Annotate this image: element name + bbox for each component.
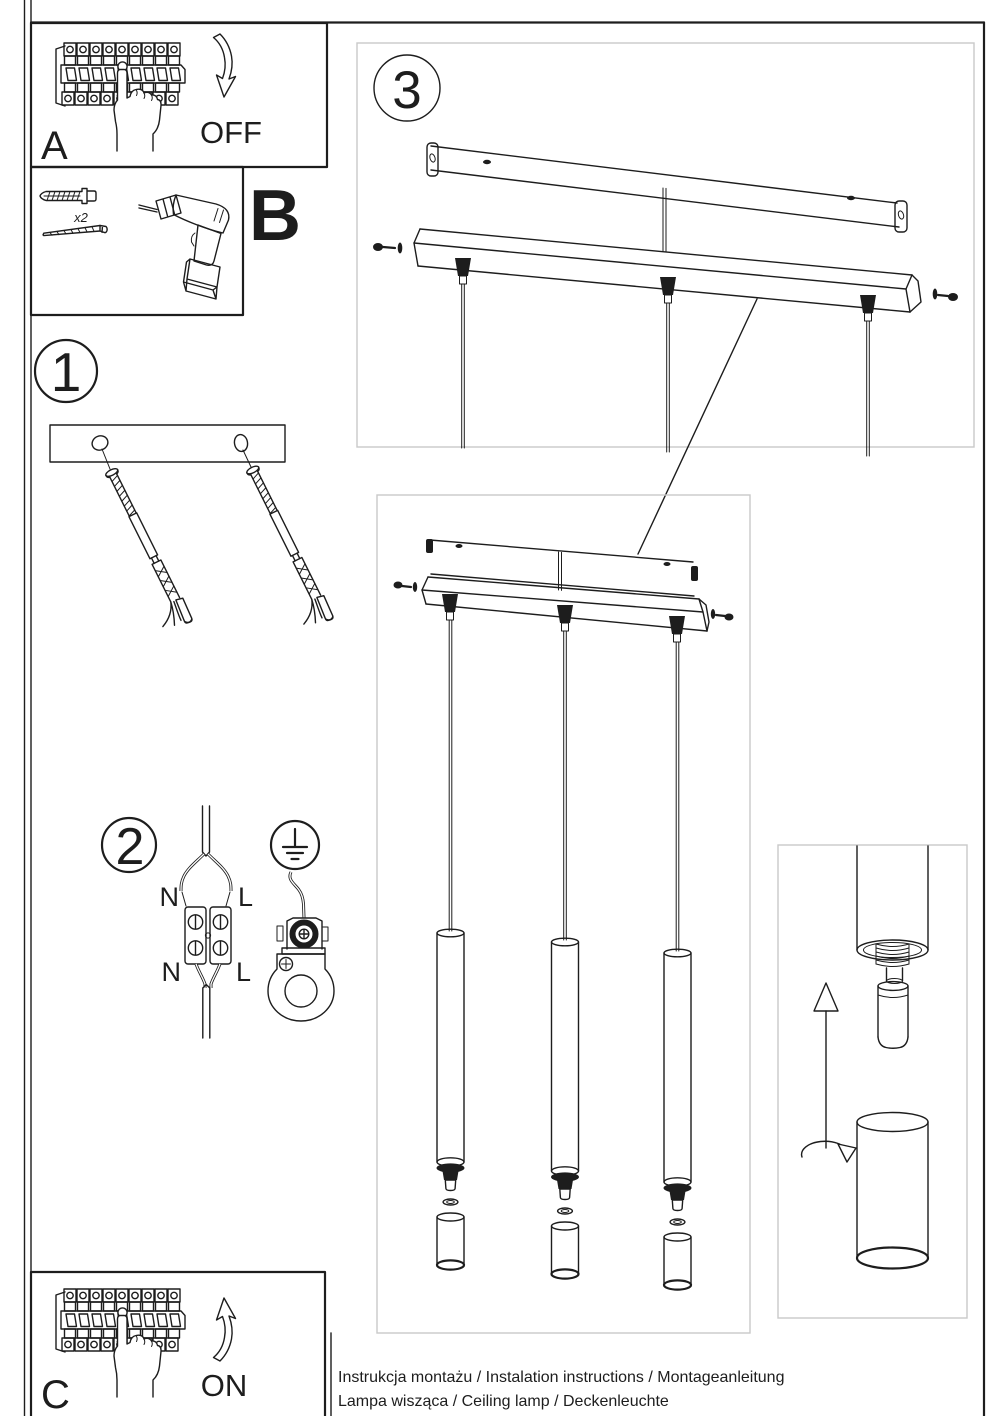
step-2-number: 2 <box>116 818 145 876</box>
cord-grip-icon <box>455 258 876 457</box>
lift-arrow-icon <box>813 982 839 1149</box>
panel-b-tools: x2 B <box>29 165 301 317</box>
terminal-l-top-label: L <box>238 882 253 912</box>
terminal-block-icon <box>179 805 233 1039</box>
curved-arrow-on-icon <box>212 1297 237 1362</box>
lamp-assembly-view <box>376 494 751 1334</box>
lamp-shade-icon <box>855 1111 930 1270</box>
page-border <box>23 0 986 1416</box>
earth-symbol-icon <box>269 819 321 871</box>
terminal-l-bottom-label: L <box>236 957 251 987</box>
rotate-arrow-icon <box>800 1140 857 1163</box>
footer-line-2: Lampa wisząca / Ceiling lamp / Deckenleu… <box>338 1393 669 1410</box>
lamp-shade-icon <box>662 1231 693 1291</box>
drill-icon <box>138 194 230 300</box>
alignment-line <box>101 448 252 470</box>
anchor-quantity-label: x2 <box>73 210 89 225</box>
terminal-n-top-label: N <box>160 882 180 912</box>
panel-a-label: A <box>41 124 68 168</box>
step-3: 3 <box>356 42 975 555</box>
pendant-tube-icon <box>856 845 929 961</box>
canopy-icon <box>373 228 958 313</box>
wall-plug-icon <box>39 187 97 205</box>
bulb-detail-inset <box>777 844 968 1319</box>
pointing-hand-icon <box>113 1314 162 1398</box>
terminal-n-bottom-label: N <box>162 957 182 987</box>
panel-c-power-on: ON C <box>29 1270 327 1416</box>
step-2: 2 N L N L <box>100 805 335 1039</box>
pendant-tube-icon <box>662 948 693 1226</box>
screw-icon <box>42 224 108 237</box>
anchor-screw-icon <box>89 465 195 635</box>
step-3-number: 3 <box>392 61 421 120</box>
cord-grip-icon <box>442 594 685 952</box>
step-1-number: 1 <box>51 341 82 403</box>
ceiling-bracket-icon <box>426 142 908 252</box>
earth-clamp-icon <box>267 871 335 1022</box>
lamp-shade-icon <box>435 1211 466 1271</box>
bulb-icon <box>875 943 910 1049</box>
pointing-hand-icon <box>113 68 162 152</box>
step-1: 1 <box>33 338 336 635</box>
footer-line-1: Instrukcja montażu / Instalation instruc… <box>338 1369 784 1386</box>
footer: Instrukcja montażu / Instalation instruc… <box>338 1369 784 1410</box>
ceiling-bracket-icon <box>426 539 698 597</box>
canopy-icon <box>393 576 734 632</box>
panel-b-label: B <box>249 176 301 256</box>
off-label: OFF <box>200 115 262 150</box>
anchor-screw-icon <box>230 463 336 633</box>
pendant-tube-icon <box>435 928 466 1206</box>
curved-arrow-off-icon <box>212 33 237 98</box>
panel-a-power-off: OFF A <box>29 21 329 169</box>
on-label: ON <box>201 1368 248 1403</box>
pendant-tube-icon <box>550 937 580 1215</box>
panel-c-label: C <box>41 1373 70 1416</box>
callout-line <box>637 298 758 555</box>
lamp-shade-icon <box>550 1220 580 1280</box>
mounting-rail-icon <box>49 424 286 463</box>
